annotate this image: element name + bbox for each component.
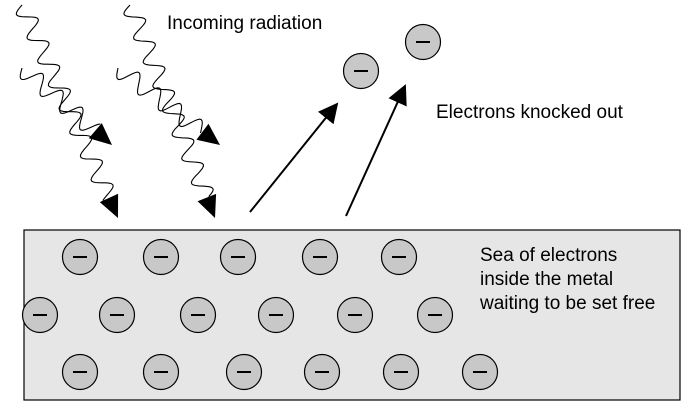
metal-electron — [382, 353, 420, 391]
emission-arrow-1 — [249, 102, 339, 213]
sea-label-line-3: waiting to be set free — [480, 293, 656, 314]
metal-electron — [142, 238, 180, 276]
electrons — [21, 23, 499, 391]
metal-electron — [257, 296, 295, 334]
metal-electron — [461, 353, 499, 391]
radiation-wave-2 — [123, 4, 214, 197]
metal-electron — [336, 296, 374, 334]
metal-electron — [380, 238, 418, 276]
radiation-arrowhead-icon — [88, 123, 112, 145]
radiation-arrowhead-icon — [196, 123, 220, 145]
radiation-waves — [15, 4, 220, 218]
metal-electron — [98, 296, 136, 334]
radiation-wave-4 — [116, 67, 203, 134]
metal-electron — [303, 353, 341, 391]
metal-electron — [225, 353, 263, 391]
sea-label-line-2: inside the metal — [480, 269, 614, 290]
sea-of-electrons-label: Sea of electrons inside the metal waitin… — [480, 244, 655, 316]
metal-electron — [416, 296, 454, 334]
radiation-arrowhead-icon — [197, 193, 217, 218]
metal-electron — [61, 353, 99, 391]
emission-arrow-2 — [345, 84, 407, 217]
radiation-arrowhead-icon — [99, 193, 119, 218]
radiation-wave-3 — [19, 67, 101, 131]
knocked-out-electron — [342, 52, 380, 90]
electrons-knocked-out-label: Electrons knocked out — [436, 102, 623, 123]
metal-electron — [301, 238, 339, 276]
sea-label-line-1: Sea of electrons — [480, 245, 618, 266]
incoming-radiation-label: Incoming radiation — [167, 13, 323, 34]
metal-electron — [179, 296, 217, 334]
metal-electron — [219, 238, 257, 276]
metal-electron — [142, 353, 180, 391]
radiation-wave-1 — [15, 4, 114, 201]
metal-electron — [21, 296, 59, 334]
knocked-out-electron — [404, 23, 442, 61]
metal-electron — [61, 238, 99, 276]
